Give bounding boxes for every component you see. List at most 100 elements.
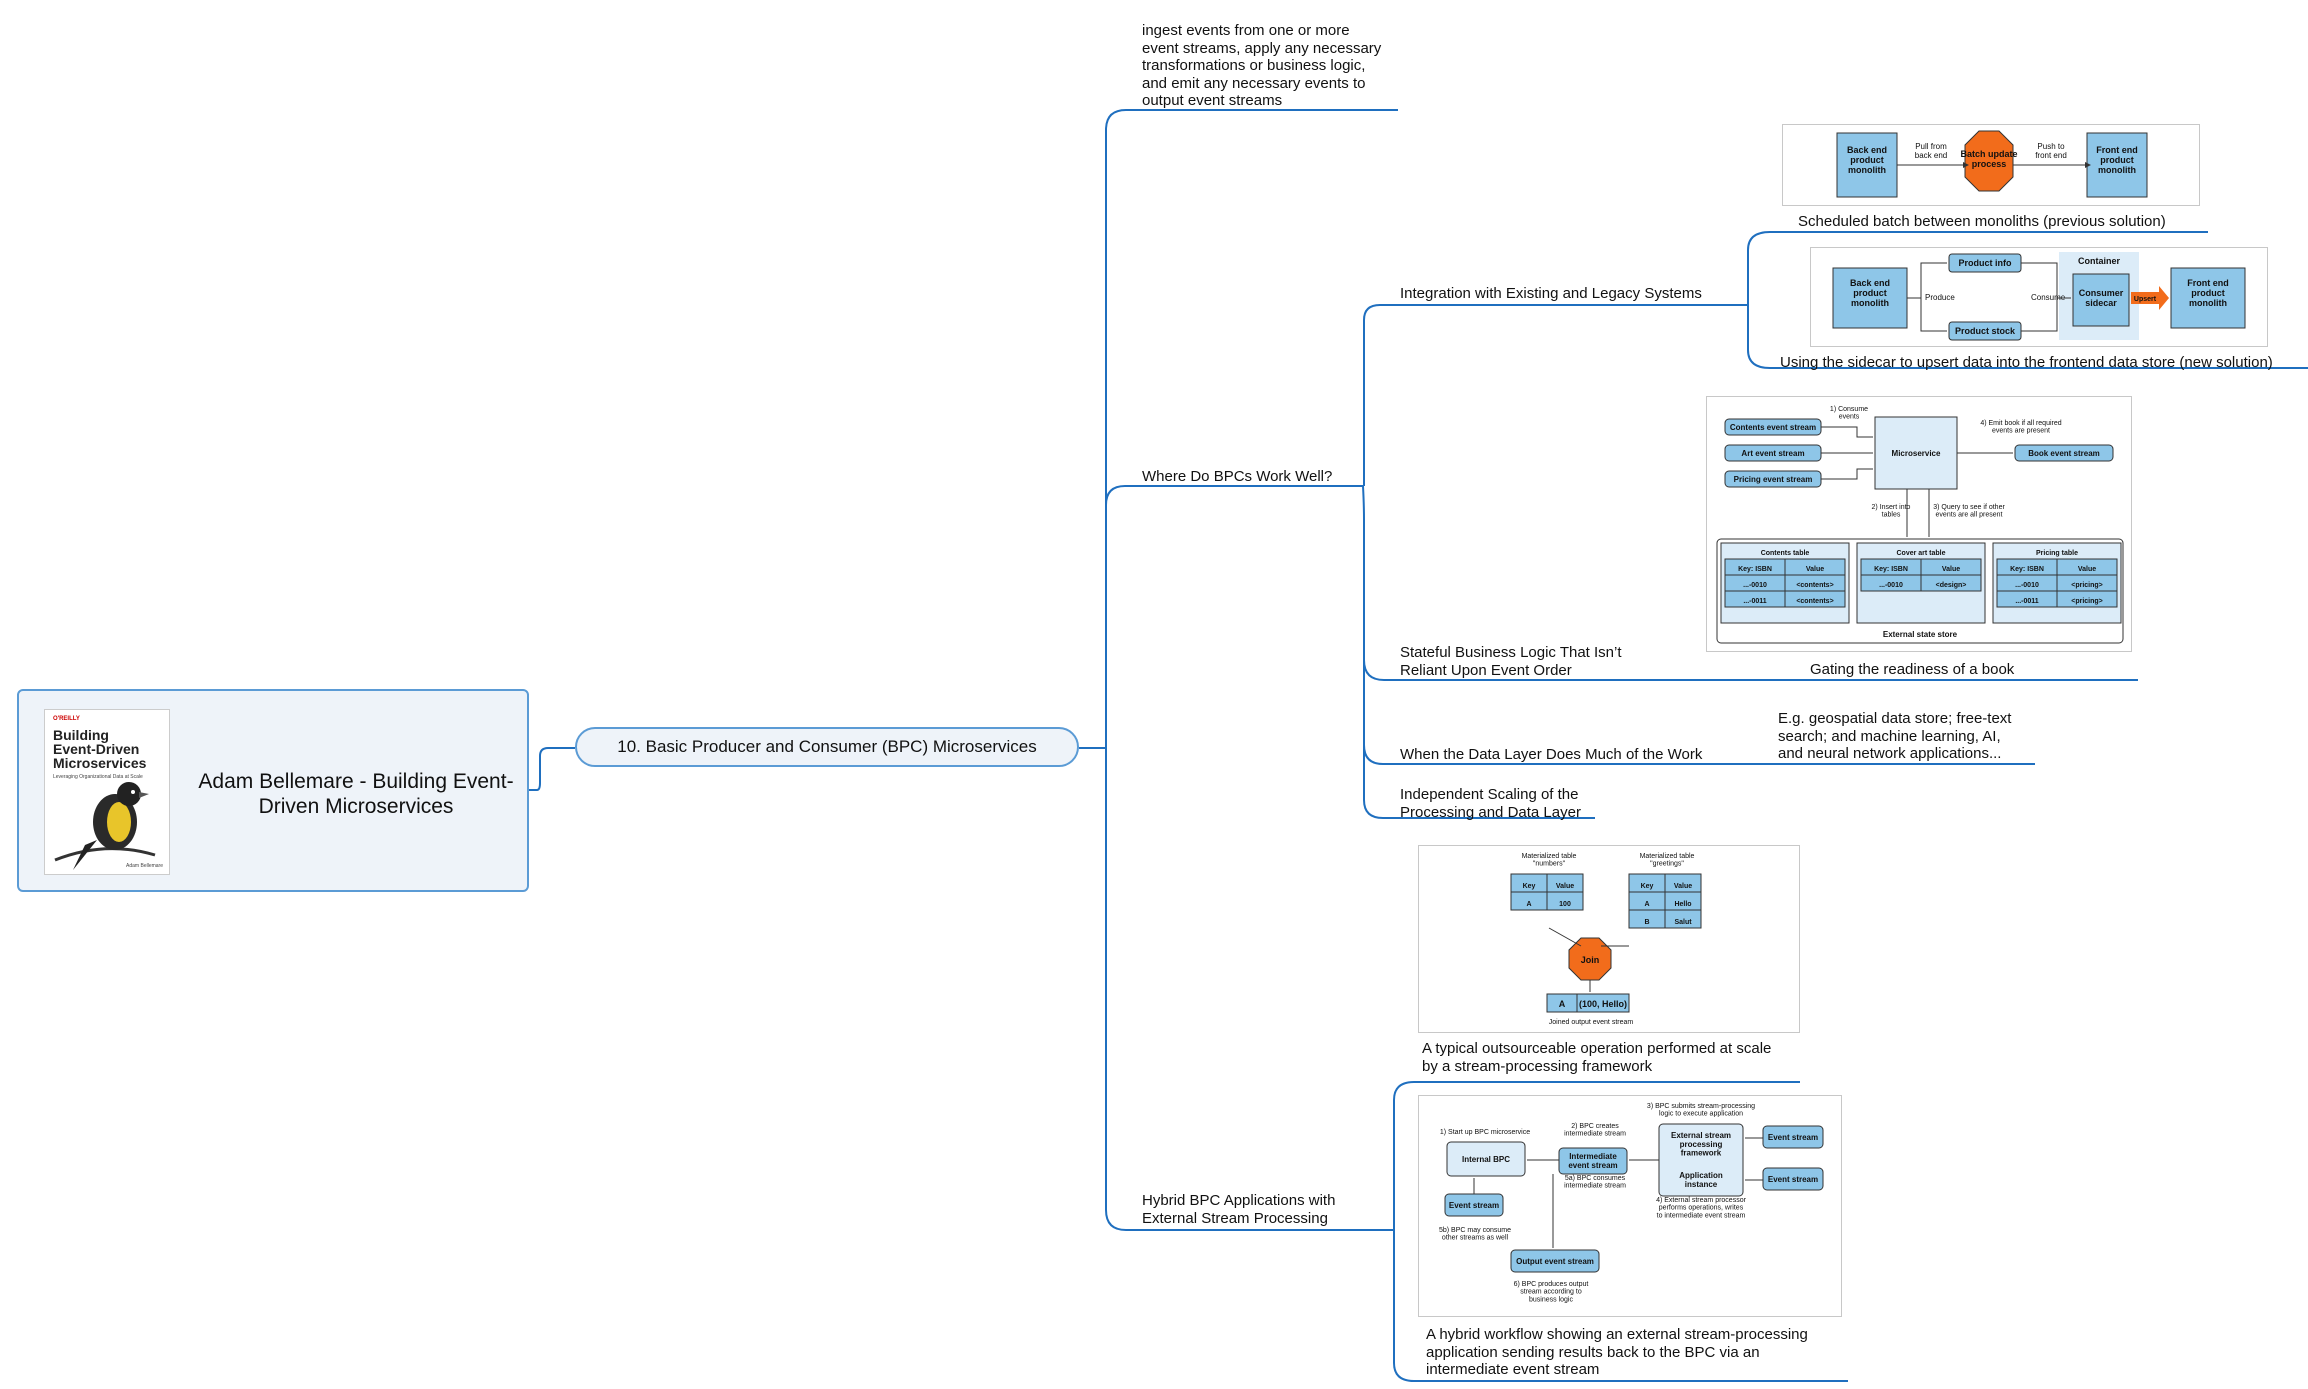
- bird-illustration: [54, 782, 156, 870]
- greetings-table-cell-text: B: [1644, 919, 1649, 926]
- numbers-table-cell: [1546, 891, 1584, 911]
- sidecar-caption[interactable]: Using the sidecar to upsert data into th…: [1780, 354, 2273, 371]
- art-stream-label: Art event stream: [1741, 449, 1804, 458]
- definition-node[interactable]: ingest events from one or more event str…: [1142, 22, 1382, 109]
- join-octagon: [1568, 937, 1612, 981]
- numbers-table-cell-text: A: [1526, 901, 1531, 908]
- pricing-table-cell-text: <pricing>: [2071, 582, 2103, 589]
- contents-table-cell-text: ...-0011: [1743, 598, 1766, 605]
- cover-table-title: Cover art table: [1896, 550, 1945, 557]
- cover-table-cell-text: ...-0010: [1879, 582, 1903, 589]
- pricing-table-cell-text: ...-0011: [2015, 598, 2038, 605]
- contents-table-cell-text: Value: [1806, 566, 1824, 573]
- connector-subtrunk: [1362, 485, 1595, 819]
- connector-where: [1105, 485, 1363, 506]
- event-stream-label-2: Event stream: [1768, 1175, 1818, 1184]
- book-stream-label: Book event stream: [2028, 449, 2100, 458]
- pricing-table-cell-text: Value: [2078, 566, 2096, 573]
- batch-octagon: [1964, 130, 2014, 192]
- gating-caption[interactable]: Gating the readiness of a book: [1810, 661, 2015, 678]
- greetings-table-cell-text: Hello: [1674, 901, 1691, 908]
- book-cover-image: O'REILLY Building Event-Driven Microserv…: [44, 709, 170, 875]
- start-label: 1) Start up BPC microservice: [1440, 1129, 1530, 1136]
- contents-table-title: Contents table: [1761, 550, 1810, 557]
- scaling-node[interactable]: Independent Scaling of the Processing an…: [1400, 786, 1581, 821]
- numbers-table-cell-text: 100: [1559, 901, 1571, 908]
- batch-caption[interactable]: Scheduled batch between monoliths (previ…: [1798, 213, 2166, 230]
- join-label: Join: [1581, 955, 1600, 965]
- produce-label: Produce: [1925, 293, 1955, 302]
- cover-table-cell: [1920, 574, 1982, 592]
- join-output-key: A: [1559, 999, 1566, 1009]
- join-output-value: (100, Hello): [1579, 999, 1627, 1009]
- event-stream-label-3: Event stream: [1449, 1201, 1499, 1210]
- gating-figure-svg: Contents event stream Art event stream P…: [1716, 406, 2124, 644]
- numbers-table-cell-text: Value: [1556, 883, 1574, 890]
- connector-trunk: [1105, 109, 1398, 1231]
- data-layer-node[interactable]: When the Data Layer Does Much of the Wor…: [1400, 746, 1703, 763]
- gating-figure: Contents event stream Art event stream P…: [1706, 396, 2132, 652]
- greetings-title: Materialized table"greetings": [1640, 853, 1695, 868]
- data-layer-note[interactable]: E.g. geospatial data store; free-text se…: [1778, 710, 2012, 762]
- numbers-title: Materialized table"numbers": [1522, 853, 1577, 868]
- hybrid-figure: 1) Start up BPC microservice 2) BPC crea…: [1418, 1095, 1842, 1317]
- pricing-table-cell: [2056, 590, 2118, 608]
- where-bpcs-work-node[interactable]: Where Do BPCs Work Well?: [1142, 468, 1333, 485]
- book-author: Adam Bellemare: [126, 863, 163, 869]
- pricing-table-cell-text: <pricing>: [2071, 598, 2103, 605]
- pricing-table-title: Pricing table: [2036, 550, 2078, 557]
- root-node[interactable]: O'REILLY Building Event-Driven Microserv…: [17, 689, 529, 892]
- outsource-caption[interactable]: A typical outsourceable operation perfor…: [1422, 1040, 1772, 1075]
- output-stream-label: Output event stream: [1516, 1257, 1594, 1266]
- book-publisher: O'REILLY: [53, 716, 80, 722]
- book-subtitle: Leveraging Organizational Data at Scale: [53, 774, 143, 780]
- contents-table-cell-text: <contents>: [1796, 582, 1833, 589]
- greetings-table-cell: [1664, 909, 1702, 929]
- contents-stream-label: Contents event stream: [1730, 423, 1816, 432]
- container-label: Container: [2078, 256, 2121, 266]
- hybrid-bpc-node[interactable]: Hybrid BPC Applications with External St…: [1142, 1192, 1336, 1227]
- connector-root-topic: [529, 747, 575, 791]
- topic-node[interactable]: 10. Basic Producer and Consumer (BPC) Mi…: [575, 727, 1079, 767]
- pricing-stream-label: Pricing event stream: [1734, 475, 1813, 484]
- greetings-table-cell-text: Salut: [1674, 919, 1692, 926]
- integration-node[interactable]: Integration with Existing and Legacy Sys…: [1400, 285, 1702, 302]
- hybrid-caption[interactable]: A hybrid workflow showing an external st…: [1426, 1326, 1808, 1378]
- event-stream-label-1: Event stream: [1768, 1133, 1818, 1142]
- contents-table-cell-text: Key: ISBN: [1738, 566, 1772, 573]
- front-end-box: [2086, 132, 2148, 198]
- pricing-table-cell-text: ...-0010: [2015, 582, 2039, 589]
- back-end-box: [1836, 132, 1898, 198]
- consume-label: Consume: [2031, 293, 2066, 302]
- store-label: External state store: [1883, 630, 1958, 639]
- cover-table-cell-text: <design>: [1936, 582, 1967, 589]
- contents-table-cell: [1784, 590, 1846, 608]
- numbers-table-cell-text: Key: [1523, 883, 1536, 890]
- product-stock-label: Product stock: [1955, 326, 2016, 336]
- join-figure: Materialized table"numbers" Materialized…: [1418, 845, 1800, 1033]
- stateful-logic-node[interactable]: Stateful Business Logic That Isn’t Relia…: [1400, 644, 1622, 679]
